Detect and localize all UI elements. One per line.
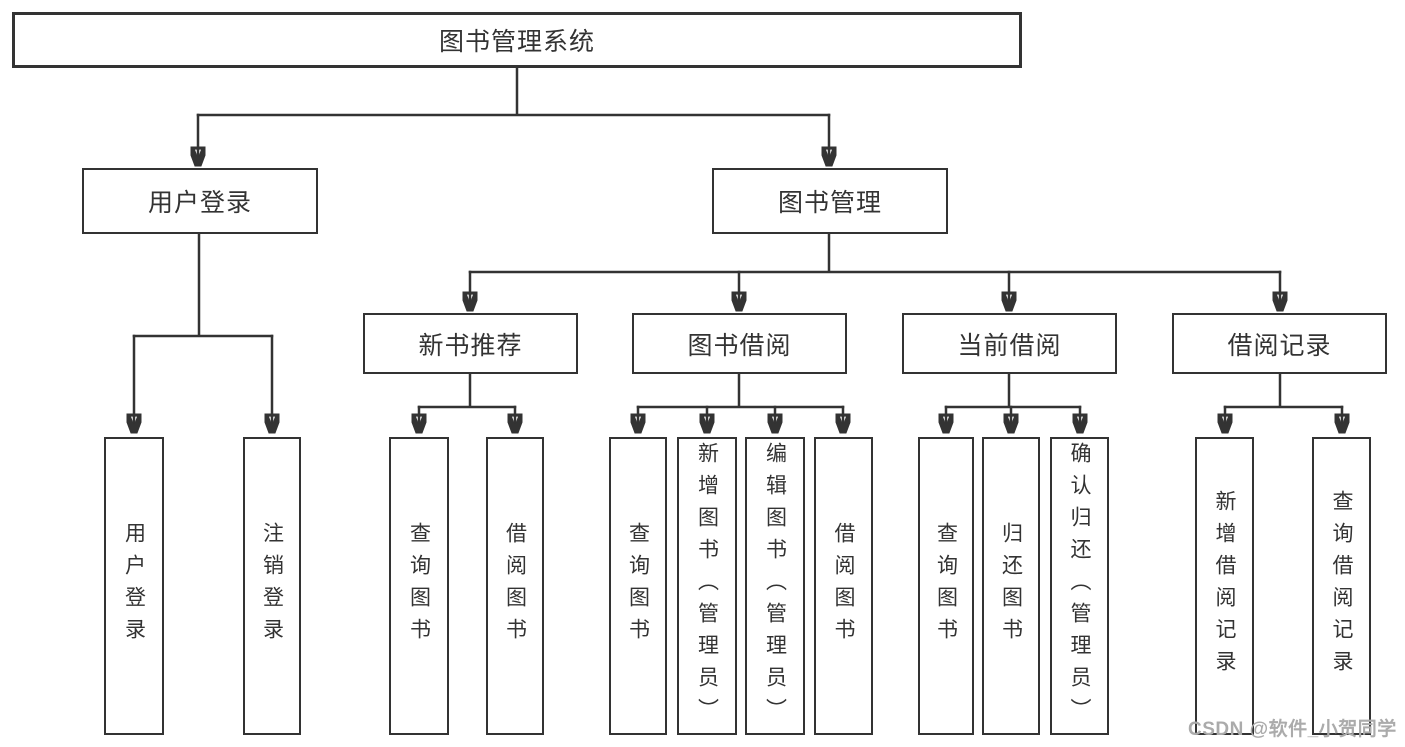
node-new-book-recommendation: 新书推荐 <box>363 313 578 374</box>
csdn-watermark: CSDN @软件_小贺同学 <box>1188 719 1397 740</box>
leaf-query-books-recommendation: 查询图书 <box>389 437 449 735</box>
node-label: 图书借阅 <box>687 331 792 360</box>
node-book-borrowing: 图书借阅 <box>632 313 847 374</box>
leaf-add-books-admin: 新增图书（管理员） <box>677 437 737 735</box>
leaf-borrow-books-recommendation: 借阅图书 <box>486 437 544 735</box>
node-label: 借阅图书 <box>503 522 527 650</box>
node-label: 确认归还（管理员） <box>1068 442 1091 730</box>
leaf-user-login: 用户登录 <box>104 437 164 735</box>
node-label: 借阅图书 <box>832 522 855 650</box>
node-label: 新增借阅记录 <box>1213 490 1236 682</box>
node-label: 新书推荐 <box>418 331 523 360</box>
node-label: 注销登录 <box>260 522 284 650</box>
leaf-query-books-borrowing: 查询图书 <box>609 437 667 735</box>
node-label: 用户登录 <box>122 522 146 650</box>
node-label: 查询图书 <box>626 522 650 650</box>
node-label: 当前借阅 <box>957 331 1062 360</box>
node-label: 借阅记录 <box>1227 331 1332 360</box>
leaf-confirm-return-admin: 确认归还（管理员） <box>1050 437 1109 735</box>
leaf-borrow-books: 借阅图书 <box>814 437 873 735</box>
node-label: 查询图书 <box>407 522 431 650</box>
leaf-query-books-current: 查询图书 <box>918 437 974 735</box>
node-label: 新增图书（管理员） <box>695 442 719 730</box>
node-current-borrowing: 当前借阅 <box>902 313 1117 374</box>
node-label: 编辑图书（管理员） <box>763 442 787 730</box>
leaf-query-borrowing-record: 查询借阅记录 <box>1312 437 1371 735</box>
leaf-logout: 注销登录 <box>243 437 301 735</box>
node-label: 图书管理系统 <box>438 28 595 56</box>
leaf-add-borrowing-record: 新增借阅记录 <box>1195 437 1254 735</box>
node-label: 图书管理 <box>777 189 882 217</box>
node-label: 查询图书 <box>934 522 958 650</box>
node-borrowing-records: 借阅记录 <box>1172 313 1387 374</box>
node-user-login: 用户登录 <box>82 168 318 234</box>
node-label: 查询借阅记录 <box>1330 490 1353 682</box>
node-label: 用户登录 <box>147 189 252 217</box>
leaf-return-books: 归还图书 <box>982 437 1040 735</box>
node-book-management: 图书管理 <box>712 168 948 234</box>
node-label: 归还图书 <box>999 522 1023 650</box>
node-library-management-system: 图书管理系统 <box>12 12 1022 68</box>
leaf-edit-books-admin: 编辑图书（管理员） <box>745 437 805 735</box>
